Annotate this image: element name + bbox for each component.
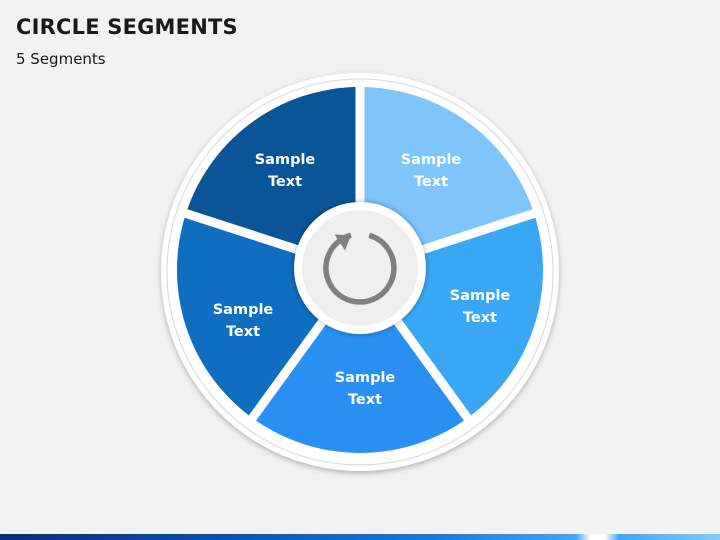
segment-4-label-line1: Sample	[335, 370, 396, 386]
segment-1-label-line2: Text	[268, 174, 302, 190]
segment-5-label-line2: Text	[226, 324, 260, 340]
footer-bar	[0, 534, 720, 540]
segment-2	[364, 87, 533, 247]
segment-4-label-line2: Text	[348, 392, 382, 408]
outer-ring-edge	[166, 78, 554, 466]
segment-2-label-line2: Text	[414, 174, 448, 190]
segment-1	[187, 87, 356, 247]
segment-3-label-line2: Text	[463, 310, 497, 326]
segment-1-label-line1: Sample	[255, 152, 316, 168]
segment-5-label-line1: Sample	[213, 302, 274, 318]
segment-4	[256, 322, 464, 453]
slide-title: CIRCLE SEGMENTS	[16, 15, 238, 39]
slide-subtitle: 5 Segments	[16, 50, 106, 68]
segments-layer	[177, 87, 543, 453]
segment-3-label-line1: Sample	[450, 288, 511, 304]
segment-3	[399, 217, 543, 416]
segment-2-label-line1: Sample	[401, 152, 462, 168]
refresh-cycle-icon	[323, 232, 397, 305]
segment-5	[177, 217, 321, 416]
center-hub-inner	[302, 210, 418, 326]
